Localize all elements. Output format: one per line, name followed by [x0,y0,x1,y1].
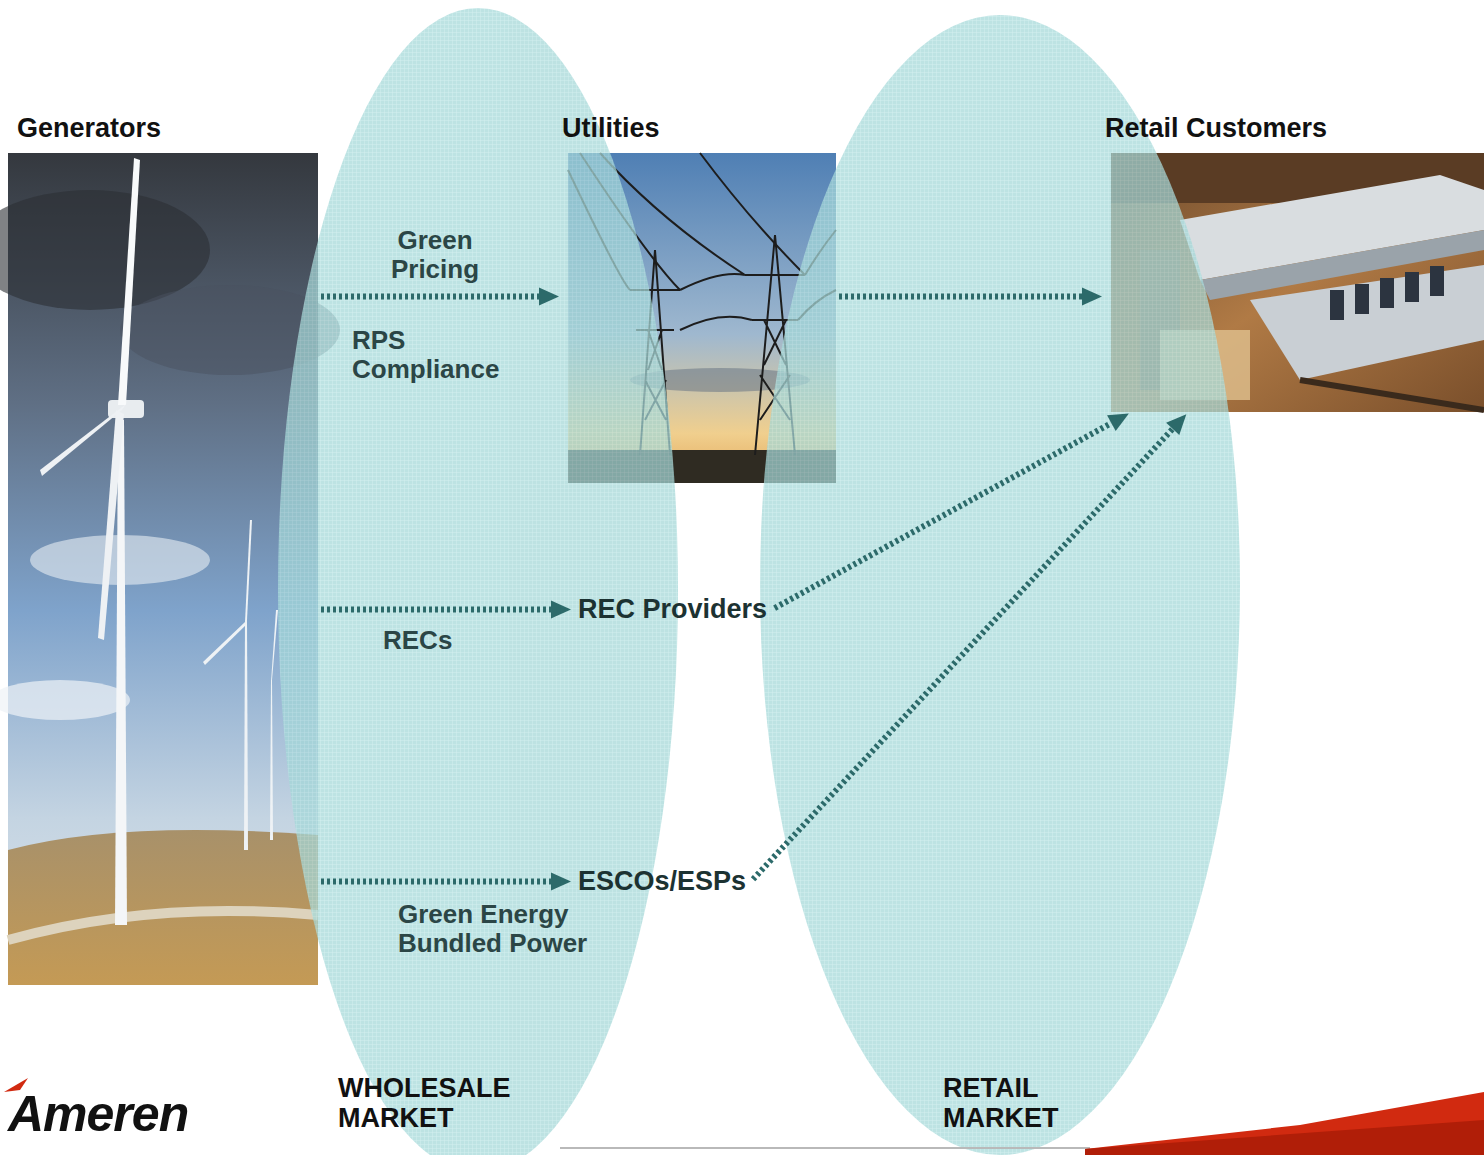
edge-label: RECs [383,626,503,655]
flow-arrow [321,601,571,619]
footer-bar [4,1078,1484,1155]
arrow-head [1082,288,1102,306]
utility-panel: Utilities [562,110,836,483]
flow-arrow [321,873,571,891]
arrow-head [539,288,559,306]
flow-label: RPS Compliance [352,326,548,384]
node-text: ESCOs/ESPs [578,866,747,896]
market-label: WHOLESALE MARKET [338,1073,574,1133]
panel-heading: Utilities [562,113,836,143]
flow-arrow [753,414,1186,879]
arrow-head [1166,414,1186,435]
company-logo: Ameren [8,1086,208,1142]
generator-panel: Generators [8,110,318,985]
arrow-head [1107,413,1129,431]
node-text: REC Providers [578,594,768,624]
provider-node: REC Providers [574,592,772,627]
flow-line [839,294,1082,300]
edge-label: Green Pricing [366,226,504,284]
flow-line [321,607,551,613]
edge-label: Green Energy Bundled Power [398,900,650,958]
flow-arrow [321,288,559,306]
customer-panel: Retail Customers [1105,110,1484,412]
arrow-head [551,873,571,891]
flow-arrow [775,413,1129,608]
panel-heading: Retail Customers [1105,113,1484,143]
flow-line [753,429,1173,879]
flow-arrow [839,288,1102,306]
flow-line [321,879,551,885]
market-ellipse [278,8,1240,1155]
flow-line [775,423,1112,608]
arrow-head [551,601,571,619]
panel-heading: Generators [17,113,309,143]
flow-line [321,294,539,300]
provider-node: ESCOs/ESPs [574,864,751,899]
market-label: RETAIL MARKET [943,1073,1103,1133]
